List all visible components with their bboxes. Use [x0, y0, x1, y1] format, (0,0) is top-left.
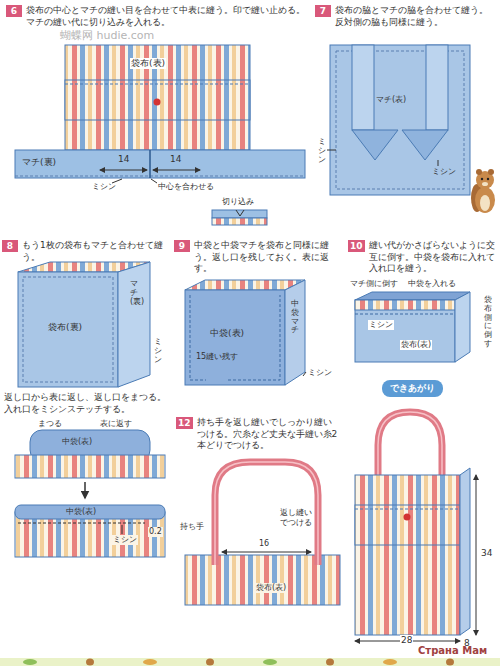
step-box: 6 袋布の中心とマチの縫い目を合わせて中表に縫う。印で縫い止める。マチの縫い代に切…: [6, 5, 306, 28]
part-label: 袋布(表): [130, 58, 166, 69]
step11-figure: [15, 430, 165, 557]
step6-figure: [15, 45, 305, 225]
instruction-text: 持ち手を返し縫いでしっかり縫いつける。穴糸など丈夫な手縫い糸2本どりでつける。: [197, 417, 340, 452]
step-box: 12 持ち手を返し縫いでしっかり縫いつける。穴糸など丈夫な手縫い糸2本どりでつける…: [176, 417, 340, 452]
part-label: 中袋(表): [62, 437, 92, 447]
acorn-border: [0, 658, 500, 666]
step-box: 10 縫い代がかさばらないように交互に倒す。中袋を袋布に入れて入れ口を縫う。: [348, 240, 496, 275]
step-number: 12: [176, 417, 193, 429]
finished-bag: [355, 412, 476, 641]
instruction-text: 袋布の中心とマチの縫い目を合わせて中表に縫う。印で縫い止める。マチの縫い代に切り…: [26, 5, 306, 28]
note: マチ側に倒す: [350, 279, 398, 289]
note: 表に返す: [100, 419, 132, 429]
chipmunk: [471, 169, 495, 213]
part-label: 袋布(表): [400, 340, 432, 350]
part-label: 中袋(表): [66, 507, 96, 517]
instruction-text: もう1枚の袋布もマチと合わせて縫う。: [22, 240, 170, 263]
instruction-text: 中袋と中袋マチを袋布と同様に縫う。返し口を残しておく。表に返す。: [194, 240, 340, 275]
note: 袋布側に倒す: [484, 296, 492, 349]
dimension: 34: [480, 548, 493, 559]
part-label: 袋布(裏): [48, 322, 82, 333]
step-number: 10: [348, 240, 365, 252]
step10-figure: [355, 292, 470, 362]
watermark: 蝴蝶网 hudie.com: [60, 29, 154, 43]
instruction-text: 縫い代がかさばらないように交互に倒す。中袋を袋布に入れて入れ口を縫う。: [369, 240, 496, 275]
note: 15縫い残す: [196, 352, 238, 362]
step-box: 8 もう1枚の袋布もマチと合わせて縫う。: [2, 240, 170, 263]
part-label: 中袋(表): [210, 328, 244, 339]
part-label: 中袋マチ: [291, 300, 299, 335]
note: 中袋を入れる: [408, 279, 456, 289]
step8-figure: [18, 262, 150, 387]
step-number: 6: [6, 5, 22, 17]
part-label: 袋布(表): [255, 583, 287, 593]
stitch-note: ミシン: [92, 182, 116, 192]
step7-figure: [327, 45, 470, 195]
note: 中心を合わせる: [158, 182, 214, 192]
step12-figure: [185, 462, 340, 605]
finish-label: できあがり: [382, 380, 443, 397]
note: 切り込み: [222, 197, 254, 207]
step-number: 9: [174, 240, 190, 252]
stitch-note: ミシン: [432, 167, 456, 177]
step-number: 7: [315, 5, 331, 17]
watermark: Страна Мам: [418, 645, 487, 658]
part-label: マチ(裏): [22, 157, 56, 168]
stitch-note: ミシン: [154, 338, 162, 364]
step9-figure: [185, 280, 306, 385]
stitch-note: ミシン: [368, 320, 394, 330]
dimension: 16: [259, 539, 269, 549]
finish-badge: できあがり: [382, 380, 443, 397]
part-label: マチ(裏): [130, 280, 138, 306]
note: 返し縫いでつける: [280, 508, 314, 528]
part-label: 持ち手: [180, 522, 204, 532]
note: まつる: [38, 419, 62, 429]
stitch-note: ミシン: [318, 138, 326, 164]
part-label: マチ(表): [376, 95, 406, 105]
dimension: 28: [400, 635, 413, 646]
dimension: 14: [118, 154, 129, 165]
instruction-text: 返し口から表に返し、返し口をまつる。入れ口をミシンステッチする。: [4, 392, 169, 415]
stitch-note: ミシン: [112, 535, 138, 545]
step-number: 8: [2, 240, 18, 252]
step-box: 7 袋布の脇とマチの脇を合わせて縫う。反対側の脇も同様に縫う。: [315, 5, 495, 28]
step-box: 9 中袋と中袋マチを袋布と同様に縫う。返し口を残しておく。表に返す。: [174, 240, 340, 275]
dimension: 14: [170, 154, 181, 165]
stitch-note: ミシン: [308, 368, 332, 378]
dimension: 0.2: [148, 527, 163, 537]
instruction-text: 袋布の脇とマチの脇を合わせて縫う。反対側の脇も同様に縫う。: [335, 5, 495, 28]
